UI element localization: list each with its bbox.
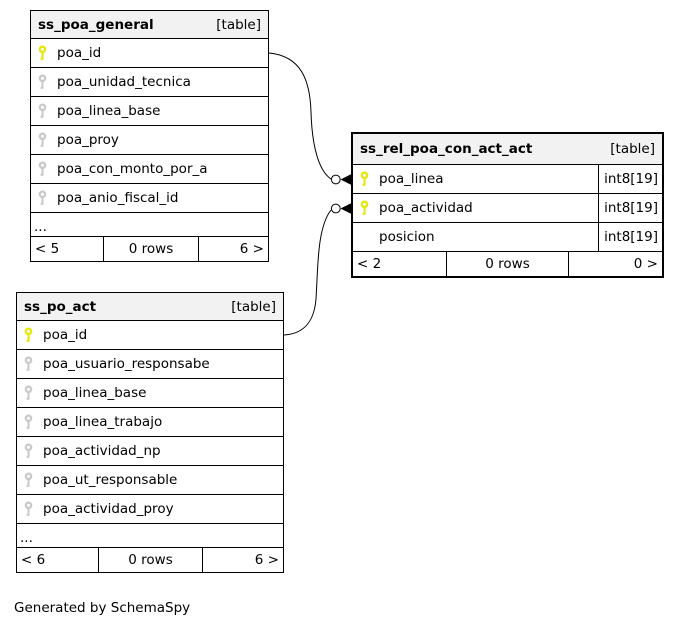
row-count: 0 rows (98, 548, 202, 572)
table-header: ss_poa_general [table] (31, 11, 268, 39)
column-name: poa_linea_base (43, 385, 147, 401)
cardinality-circle (330, 174, 341, 185)
table-kind-label: [table] (231, 298, 276, 315)
more-columns-ellipsis: ... (17, 524, 283, 548)
column-row: poa_unidad_tecnica (31, 68, 268, 97)
column-name: poa_linea (379, 171, 444, 187)
column-name: poa_linea_base (57, 103, 161, 119)
table-footer: < 5 0 rows 6 > (31, 237, 268, 261)
column-row: poa_anio_fiscal_id (31, 184, 268, 213)
column-type: int8[19] (598, 165, 662, 193)
key-icon (37, 103, 48, 119)
table-kind-label: [table] (216, 16, 261, 33)
key-icon (37, 132, 48, 148)
table-footer: < 6 0 rows 6 > (17, 548, 283, 572)
arrowhead-icon (340, 203, 351, 214)
key-icon (23, 414, 34, 430)
column-row: poa_id (17, 321, 283, 350)
hidden-parents-count: < 6 (21, 552, 46, 568)
table-footer: < 2 0 rows 0 > (353, 252, 662, 276)
relationship-poa_general-to-rel (268, 52, 351, 185)
column-row: poa_proy (31, 126, 268, 155)
primary-key-icon (37, 45, 48, 61)
column-row: posicion int8[19] (353, 223, 662, 252)
column-row: poa_linea_base (31, 97, 268, 126)
row-count: 0 rows (446, 252, 568, 276)
key-icon (23, 501, 34, 517)
table-title[interactable]: ss_poa_general (38, 16, 154, 33)
hidden-children-count: 6 > (202, 548, 283, 572)
key-icon (23, 385, 34, 401)
table-kind-label: [table] (610, 141, 655, 157)
table-header: ss_rel_poa_con_act_act [table] (353, 134, 662, 165)
relationship-line (283, 209, 332, 336)
table-ss-poa-general: ss_poa_general [table] poa_id poa_unidad… (30, 10, 269, 262)
hidden-parents-count: < 2 (357, 256, 382, 272)
column-type: int8[19] (598, 194, 662, 222)
column-name: posicion (379, 229, 435, 245)
column-type: int8[19] (598, 223, 662, 251)
table-ss-rel-poa-con-act-act: ss_rel_poa_con_act_act [table] poa_linea… (351, 132, 664, 278)
column-name: poa_anio_fiscal_id (57, 190, 179, 206)
arrowhead-icon (340, 174, 351, 185)
column-name: poa_actividad_proy (43, 501, 174, 517)
column-name: poa_unidad_tecnica (57, 74, 191, 90)
table-title[interactable]: ss_rel_poa_con_act_act (360, 141, 533, 157)
column-row: poa_id (31, 39, 268, 68)
relationship-line (268, 52, 332, 180)
primary-key-icon (23, 327, 34, 343)
column-name: poa_id (57, 45, 102, 61)
column-row: poa_linea int8[19] (353, 165, 662, 194)
table-ss-po-act: ss_po_act [table] poa_id poa_usuario_res… (16, 292, 284, 573)
key-icon (23, 356, 34, 372)
primary-key-icon (359, 200, 370, 216)
column-name: poa_con_monto_por_a (57, 161, 208, 177)
hidden-parents-count: < 5 (35, 241, 60, 257)
key-icon (23, 443, 34, 459)
column-name: poa_usuario_responsabe (43, 356, 210, 372)
column-row: poa_actividad_proy (17, 495, 283, 524)
key-icon (23, 472, 34, 488)
column-row: poa_actividad int8[19] (353, 194, 662, 223)
column-name: poa_actividad (379, 200, 473, 216)
column-row: poa_linea_base (17, 379, 283, 408)
column-row: poa_con_monto_por_a (31, 155, 268, 184)
hidden-children-count: 0 > (568, 252, 662, 276)
column-row: poa_actividad_np (17, 437, 283, 466)
column-name: poa_actividad_np (43, 443, 161, 459)
more-columns-ellipsis: ... (31, 213, 268, 237)
column-name: poa_id (43, 327, 88, 343)
generated-by-note: Generated by SchemaSpy (14, 600, 191, 616)
primary-key-icon (359, 171, 370, 187)
column-name: poa_linea_trabajo (43, 414, 163, 430)
key-icon (37, 74, 48, 90)
hidden-children-count: 6 > (198, 237, 268, 261)
key-icon (37, 161, 48, 177)
column-name: poa_proy (57, 132, 119, 148)
cardinality-circle (330, 203, 341, 214)
column-name: poa_ut_responsable (43, 472, 178, 488)
relationship-po_act-to-rel (283, 203, 351, 336)
table-title[interactable]: ss_po_act (24, 298, 97, 315)
row-count: 0 rows (103, 237, 198, 261)
column-row: poa_linea_trabajo (17, 408, 283, 437)
table-header: ss_po_act [table] (17, 293, 283, 321)
column-row: poa_usuario_responsabe (17, 350, 283, 379)
column-row: poa_ut_responsable (17, 466, 283, 495)
key-icon (37, 190, 48, 206)
